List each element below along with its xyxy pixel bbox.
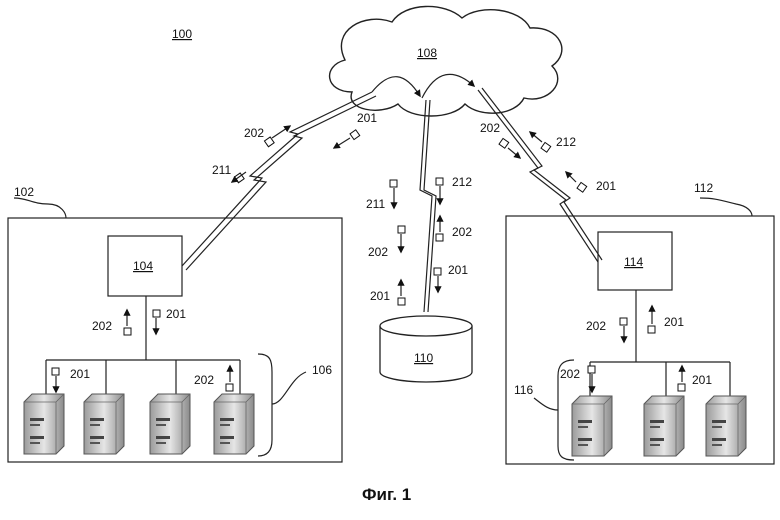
gateway-left-ref-label: 104 [133,259,153,273]
server-right-1 [572,396,612,456]
database-ref-label: 110 [414,351,433,365]
message-db-211: 211 [366,180,397,211]
msg-label: 201 [166,307,186,321]
server-left-4 [214,394,254,454]
msg-label: 212 [556,135,576,149]
database-cylinder: 110 [380,316,472,382]
message-db-201-right: 201 [434,263,468,292]
msg-label: 211 [212,163,231,177]
server-right-2 [644,396,684,456]
msg-label: 202 [452,225,472,239]
gateway-right-ref-label: 114 [624,255,643,269]
msg-label: 202 [244,126,264,140]
msg-label: 201 [692,373,712,387]
site-right-leader [700,198,752,216]
server-right-3 [706,396,746,456]
message-db-202-left: 202 [368,226,405,259]
msg-label: 202 [92,319,112,333]
site-left-ref-label: 102 [14,185,34,199]
server-group-right-ref-label: 116 [514,383,533,397]
message-db-202-right: 202 [436,216,472,241]
msg-label: 212 [452,175,472,189]
message-db-212: 212 [436,175,472,204]
message-left-link-211: 211 [212,163,246,183]
msg-label: 202 [194,373,214,387]
msg-label: 201 [596,179,616,193]
server-group-left-ref-label: 106 [312,363,332,377]
msg-label: 211 [366,197,385,211]
network-cloud: 108 [330,6,562,116]
server-left-2 [84,394,124,454]
msg-label: 201 [370,289,390,303]
network-ref-label: 108 [417,46,437,60]
site-right-ref-label: 112 [694,181,713,195]
msg-label: 201 [664,315,684,329]
message-left-link-201: 201 [334,111,377,148]
message-right-link-201: 201 [566,172,616,193]
msg-label: 202 [586,319,606,333]
msg-label: 201 [70,367,90,381]
message-right-link-202: 202 [480,121,520,158]
server-left-3 [150,394,190,454]
message-left-link-202: 202 [244,126,290,147]
msg-label: 202 [560,367,580,381]
message-db-201-left: 201 [370,280,405,305]
message-right-link-212: 212 [530,132,576,152]
server-left-1 [24,394,64,454]
site-left-leader [14,198,66,218]
msg-label: 201 [448,263,468,277]
msg-label: 202 [368,245,388,259]
msg-label: 201 [357,111,377,125]
system-ref-label: 100 [172,27,192,41]
figure-caption: Фиг. 1 [362,485,411,504]
msg-label: 202 [480,121,500,135]
